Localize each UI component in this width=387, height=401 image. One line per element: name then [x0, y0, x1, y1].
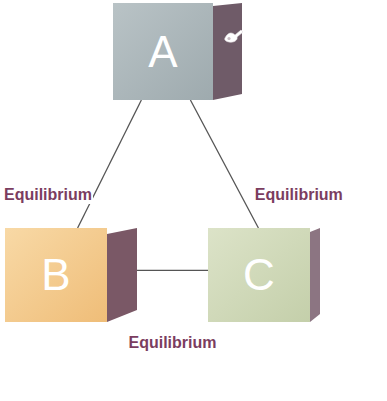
equilibrium-line	[137, 270, 208, 271]
box-letter: C	[208, 253, 310, 297]
box-letter: B	[5, 253, 107, 297]
thermometer-icon	[222, 26, 246, 46]
edge-label: Equilibrium	[128, 334, 218, 352]
cube-shape	[5, 228, 137, 322]
cube-box: A	[113, 3, 242, 100]
cube-box: C	[208, 228, 320, 322]
cube-box: B	[5, 228, 137, 322]
box-letter: A	[113, 30, 213, 74]
equilibrium-line	[78, 100, 142, 228]
edge-label: Equilibrium	[254, 186, 344, 204]
edge-label: Equilibrium	[3, 186, 93, 204]
equilibrium-line	[190, 100, 258, 228]
